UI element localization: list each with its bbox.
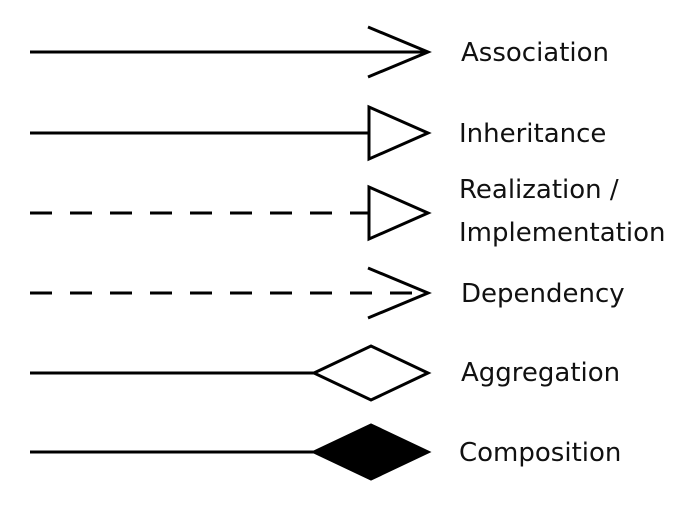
legend-row-association: Association (30, 25, 609, 79)
legend-row-aggregation: Aggregation (30, 344, 620, 402)
dependency-label: Dependency (461, 279, 625, 309)
inheritance-label: Inheritance (459, 119, 606, 149)
filled-diamond-icon (310, 423, 432, 481)
hollow-triangle-icon (367, 184, 432, 242)
hollow-diamond-icon (310, 344, 432, 402)
open-arrow-icon (367, 266, 432, 320)
legend-row-dependency: Dependency (30, 266, 625, 320)
realization-label-line1: Realization / (459, 175, 619, 205)
legend-row-composition: Composition (30, 423, 621, 481)
legend-row-realization: Realization / Implementation (30, 175, 665, 248)
open-arrow-icon (367, 25, 432, 79)
legend-row-inheritance: Inheritance (30, 104, 606, 162)
realization-label-line2: Implementation (459, 218, 665, 248)
hollow-triangle-icon (367, 104, 432, 162)
composition-label: Composition (459, 438, 621, 468)
aggregation-label: Aggregation (461, 358, 620, 388)
association-label: Association (461, 38, 609, 68)
